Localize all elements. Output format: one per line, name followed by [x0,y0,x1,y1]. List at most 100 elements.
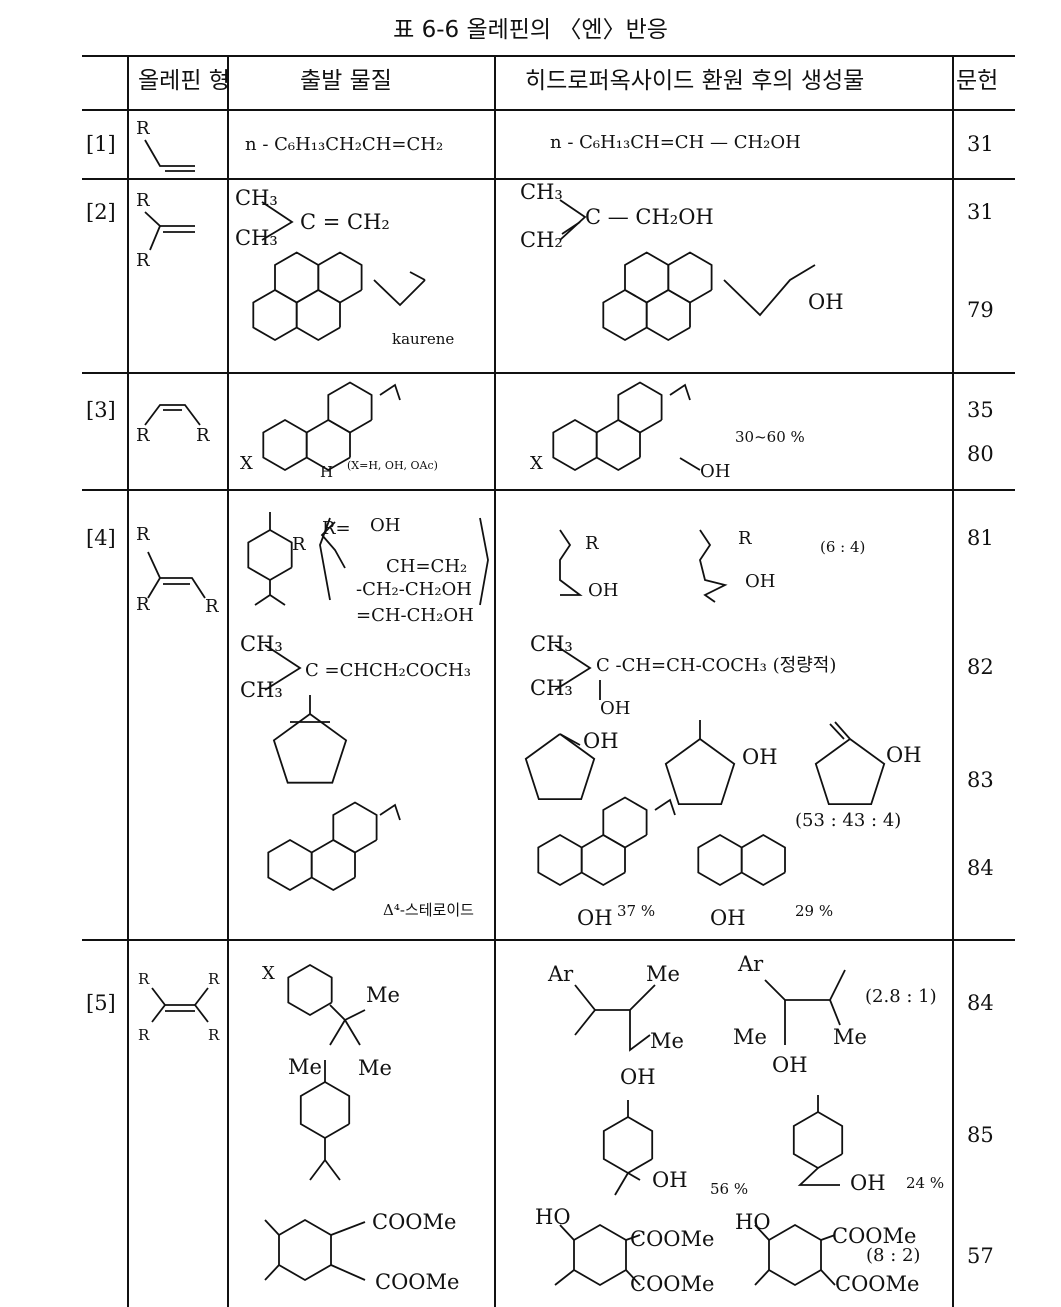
chem-text: C — CH₂OH [585,205,714,229]
chem-text: OH [808,290,844,314]
bond-line [324,1159,341,1181]
bond-line [160,577,206,599]
chem-note: (X=H, OH, OAc) [347,459,438,472]
chem-text: -CH₂-CH₂OH [356,579,472,600]
chem-text: HO [735,1210,771,1234]
steroid-ring [617,381,663,434]
chem-text: C =CHCH₂COCH₃ [305,660,471,681]
reference: 31 [967,132,994,156]
chem-text: R [585,533,599,554]
bond-line [329,1004,347,1046]
chem-text: R= [322,518,351,539]
olefin-r: R [136,118,150,139]
chem-text: OH [745,571,776,592]
cyclohexene-ring [278,1218,332,1282]
steroid-ring [602,796,648,849]
row-label: [1] [86,132,116,156]
bond-line [409,271,426,281]
chem-text: CH₃ [240,632,283,656]
cyclopentane-ring [272,713,348,784]
kaurene-ring [624,251,670,304]
olefin-r: R [136,250,150,271]
start-formula: n - C₆H₁₃CH₂CH=CH₂ [245,134,444,155]
chem-text: Me [833,1025,867,1049]
chem-text: C -CH=CH-COCH₃ (정량적) [596,655,837,676]
decalin-ring [697,833,743,887]
bridge-line [373,279,426,307]
chem-text: H [320,463,334,481]
compound-name: Δ⁴-스테로이드 [383,901,474,919]
reference: 57 [967,1244,994,1268]
benzene-ring [792,1110,844,1170]
bond-line [559,529,583,596]
chem-text: Me [650,1029,684,1053]
olefin-r: R [138,1026,150,1044]
chem-text: CH₃ [530,632,573,656]
reference: 84 [967,991,994,1015]
bond-line [679,457,701,471]
olefin-r: R [208,1026,220,1044]
bond-line [264,1264,280,1281]
bond-line [820,1234,836,1241]
kaurene-ring [317,251,363,304]
yield: 56 % [710,1180,749,1198]
bond-line [147,551,162,599]
bond-line [379,803,401,821]
ratio: (8 : 2) [866,1245,921,1266]
bond-line [151,987,167,1023]
bond-line [627,1172,641,1181]
bond-line [264,1219,280,1236]
bond-line [654,798,676,816]
bond-line [261,201,294,241]
chem-text: CH₃ [240,678,283,702]
compound-name: kaurene [392,330,455,348]
bond-line [625,1269,641,1286]
cyclohexene-ring [602,1115,654,1175]
chem-text: OH [710,906,746,930]
bond-line [829,723,845,740]
chem-text: COOMe [375,1270,460,1294]
kaurene-ring [602,288,648,342]
kaurene-ring [252,288,298,342]
reference: 81 [967,526,994,550]
chem-text: OH [700,461,731,482]
chem-text: CH₃ [520,180,563,204]
reference: 82 [967,655,994,679]
bond-line [595,984,656,1011]
reference: 31 [967,200,994,224]
kaurene-ring [645,288,691,342]
chem-text: CH₃ [235,226,278,250]
chem-text: Ar [548,962,574,986]
chem-text: OH [772,1053,808,1077]
bridge-line [723,264,816,317]
yield: 30~60 % [735,428,805,446]
chem-text: X [262,963,275,984]
side-chain [669,383,691,401]
bond-line [754,1224,770,1241]
chem-text: OH [886,743,922,767]
bond-line [144,404,201,426]
chem-text: COOMe [835,1272,920,1296]
chem-text: OH [583,729,619,753]
bond-line [699,529,728,603]
olefin-r: R [136,190,150,211]
chem-text: OH [600,698,631,719]
bond-line [320,521,346,569]
olefin-r: R [205,596,219,617]
steroid-ring [552,418,598,472]
chem-text: OH [588,580,619,601]
chem-text: Me [358,1056,392,1080]
yield: 37 % [617,902,656,920]
bond-line [554,1269,575,1286]
bond-line [194,987,209,1006]
chem-text: COOMe [630,1272,715,1296]
chem-text: CH₃ [530,676,573,700]
chem-text: X [530,453,543,474]
bond-line [254,580,271,606]
chem-text: R [738,528,752,549]
yield: 29 % [795,902,834,920]
row-label: [3] [86,398,116,422]
row-label: [5] [86,991,116,1015]
bond-line [829,999,841,1026]
bond-line [574,984,597,1036]
